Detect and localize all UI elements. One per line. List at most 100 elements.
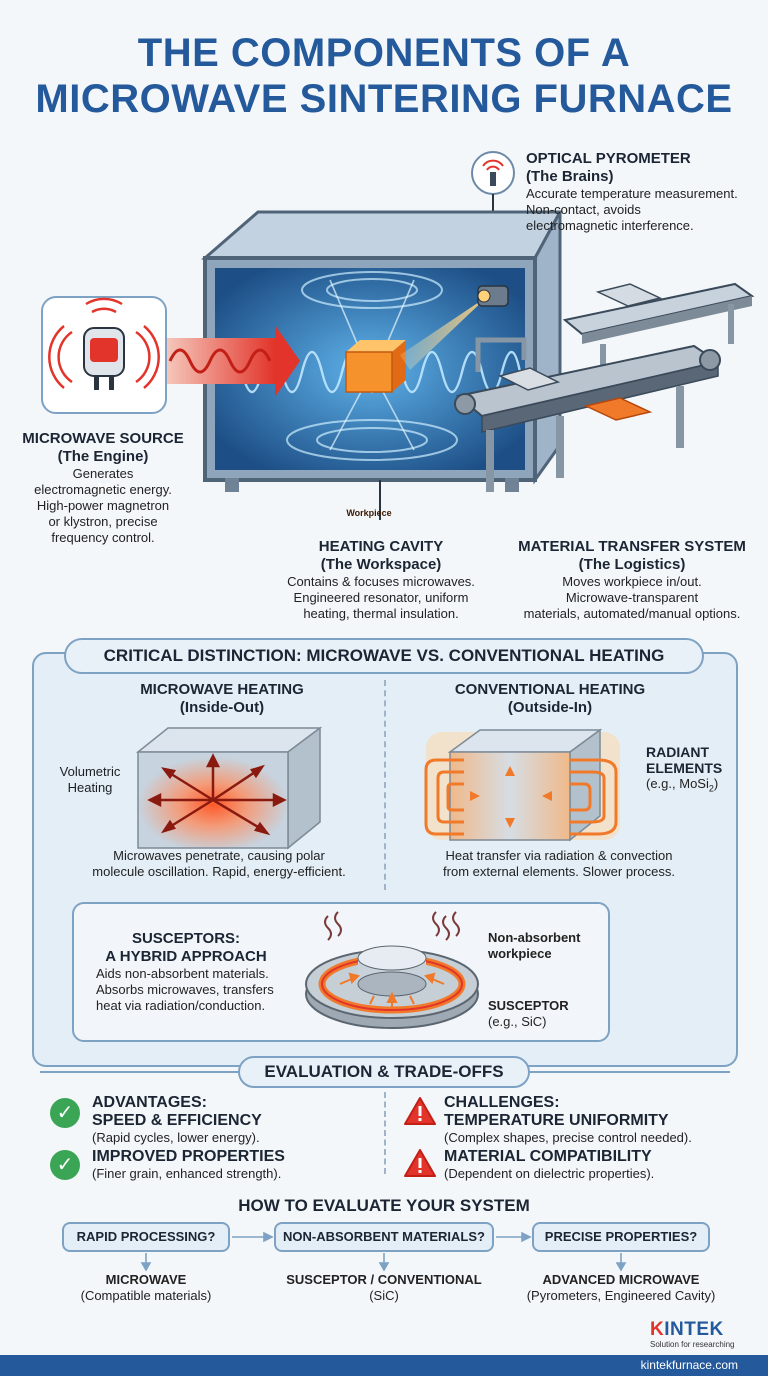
susceptor-line-2: (e.g., SiC)	[488, 1014, 547, 1029]
logo-rest: INTEK	[664, 1319, 724, 1340]
nonabs-line-2: workpiece	[488, 946, 552, 961]
page-title: THE COMPONENTS OF A MICROWAVE SINTERING …	[0, 30, 768, 122]
decision-precise-properties: PRECISE PROPERTIES?	[532, 1222, 710, 1252]
check-icon: ✓	[50, 1150, 80, 1180]
source-title: MICROWAVE SOURCE	[22, 430, 184, 447]
pyrometer-sub: (The Brains)	[526, 168, 614, 185]
conventional-heating-header: CONVENTIONAL HEATING (Outside-In)	[420, 681, 680, 717]
evaluation-heading: EVALUATION & TRADE-OFFS	[238, 1056, 530, 1088]
source-line-3: High-power magnetron	[36, 498, 170, 513]
susceptors-line-1: Aids non-absorbent materials.	[96, 966, 269, 981]
cavity-line-2: Engineered resonator, uniform	[293, 590, 469, 605]
conventional-description: Heat transfer via radiation & convection…	[400, 848, 718, 880]
nonabs-line-1: Non-absorbent	[488, 930, 581, 945]
source-sub: (The Engine)	[57, 448, 149, 465]
susceptor-label: SUSCEPTOR (e.g., SiC)	[488, 998, 608, 1030]
footer-bar: kintekfurnace.com	[0, 1355, 768, 1376]
answer-2-title: SUSCEPTOR / CONVENTIONAL	[286, 1272, 482, 1287]
decision-flow-arrows	[140, 1231, 627, 1272]
conventional-heading-title: CONVENTIONAL HEATING	[454, 681, 646, 698]
microwave-desc-2: molecule oscillation. Rapid, energy-effi…	[92, 864, 346, 879]
microwave-description: Microwaves penetrate, causing polar mole…	[60, 848, 378, 880]
answer-microwave: MICROWAVE (Compatible materials)	[40, 1272, 252, 1304]
susceptors-title-1: SUSCEPTORS:	[131, 930, 241, 947]
answer-susceptor: SUSCEPTOR / CONVENTIONAL (SiC)	[272, 1272, 496, 1304]
radiant-formula: (e.g., MoSi	[646, 776, 709, 791]
material-desc: (Dependent on dielectric properties).	[444, 1166, 655, 1181]
distinction-heading: CRITICAL DISTINCTION: MICROWAVE VS. CONV…	[64, 638, 704, 674]
cavity-line-1: Contains & focuses microwaves.	[287, 574, 475, 589]
transfer-title: MATERIAL TRANSFER SYSTEM	[518, 538, 746, 555]
radiant-elements-label: RADIANT ELEMENTS (e.g., MoSi2)	[646, 744, 746, 797]
challenges-block: CHALLENGES: TEMPERATURE UNIFORMITY (Comp…	[444, 1094, 744, 1146]
pyrometer-title: OPTICAL PYROMETER	[526, 150, 691, 167]
title-line-1: THE COMPONENTS OF A	[137, 31, 631, 75]
microwave-heading-sub: (Inside-Out)	[179, 699, 265, 716]
radiant-line-2: ELEMENTS	[646, 760, 723, 776]
cavity-title: HEATING CAVITY	[318, 538, 444, 555]
advantages-title-2: SPEED & EFFICIENCY	[92, 1112, 262, 1129]
transfer-sub: (The Logistics)	[578, 556, 686, 573]
pyrometer-icon	[471, 151, 515, 195]
radiant-line-3: (e.g., MoSi2)	[646, 776, 746, 797]
material-transfer-system	[454, 282, 755, 492]
transfer-line-2: Microwave-transparent	[565, 590, 699, 605]
evaluation-divider	[384, 1092, 386, 1174]
radiant-subscript: 2	[708, 783, 714, 794]
susceptors-title-2: A HYBRID APPROACH	[105, 948, 267, 965]
check-icon: ✓	[50, 1098, 80, 1128]
source-line-2: electromagnetic energy.	[34, 482, 172, 497]
challenges-title-2: TEMPERATURE UNIFORMITY	[444, 1112, 669, 1129]
cavity-line-3: heating, thermal insulation.	[303, 606, 459, 621]
magnetron-icon	[48, 297, 160, 390]
susceptor-illustration	[305, 911, 479, 1029]
improved-desc: (Finer grain, enhanced strength).	[92, 1166, 282, 1181]
answer-1-title: MICROWAVE	[105, 1272, 187, 1287]
material-compatibility-block: MATERIAL COMPATIBILITY (Dependent on die…	[444, 1148, 744, 1182]
workpiece-label: Workpiece	[346, 508, 392, 518]
workpiece	[345, 340, 406, 393]
improved-properties-block: IMPROVED PROPERTIES (Finer grain, enhanc…	[92, 1148, 372, 1182]
susceptors-text: SUSCEPTORS: A HYBRID APPROACH Aids non-a…	[96, 930, 296, 1014]
source-line-5: frequency control.	[51, 530, 155, 545]
decision-rapid-processing: RAPID PROCESSING?	[62, 1222, 230, 1252]
conventional-cube-illustration	[424, 728, 620, 842]
decision-non-absorbent: NON-ABSORBENT MATERIALS?	[274, 1222, 494, 1252]
susceptor-line-1: SUSCEPTOR	[488, 998, 569, 1013]
transfer-line-1: Moves workpiece in/out.	[562, 574, 702, 589]
kintek-logo: KINTEK Solution for researching	[650, 1320, 760, 1350]
advantages-title-1: ADVANTAGES:	[92, 1094, 207, 1111]
pyrometer-line-1: Accurate temperature measurement.	[526, 186, 738, 201]
source-line-1: Generates	[72, 466, 134, 481]
conventional-heading-sub: (Outside-In)	[507, 699, 593, 716]
material-title: MATERIAL COMPATIBILITY	[444, 1148, 652, 1165]
footer-url[interactable]: kintekfurnace.com	[640, 1358, 738, 1372]
furnace-illustration	[41, 151, 755, 520]
volumetric-line-1: Volumetric	[59, 764, 121, 779]
pyrometer-line-2: Non-contact, avoids	[526, 202, 641, 217]
radiant-line-1: RADIANT	[646, 744, 709, 760]
volumetric-cube-illustration	[135, 726, 323, 850]
pyrometer-line-3: electromagnetic interference.	[526, 218, 694, 233]
microwave-heading-title: MICROWAVE HEATING	[140, 681, 304, 698]
heating-cavity-label: HEATING CAVITY (The Workspace) Contains …	[268, 538, 494, 622]
pyrometer-label: OPTICAL PYROMETER (The Brains) Accurate …	[526, 150, 766, 234]
improved-title: IMPROVED PROPERTIES	[92, 1148, 285, 1165]
logo-k: K	[650, 1319, 665, 1340]
susceptors-line-3: heat via radiation/conduction.	[96, 998, 266, 1013]
microwave-desc-1: Microwaves penetrate, causing polar	[113, 848, 325, 863]
answer-3-sub: (Pyrometers, Engineered Cavity)	[526, 1288, 716, 1303]
warning-icon	[404, 1097, 436, 1125]
source-line-4: or klystron, precise	[48, 514, 158, 529]
volumetric-label: Volumetric Heating	[50, 764, 130, 796]
susceptors-line-2: Absorbs microwaves, transfers	[96, 982, 274, 997]
advantages-block: ADVANTAGES: SPEED & EFFICIENCY (Rapid cy…	[92, 1094, 372, 1146]
volumetric-line-2: Heating	[67, 780, 113, 795]
material-transfer-label: MATERIAL TRANSFER SYSTEM (The Logistics)…	[498, 538, 766, 622]
answer-advanced-microwave: ADVANCED MICROWAVE (Pyrometers, Engineer…	[510, 1272, 732, 1304]
answer-3-title: ADVANCED MICROWAVE	[542, 1272, 700, 1287]
non-absorbent-label: Non-absorbent workpiece	[488, 930, 608, 962]
microwave-heating-header: MICROWAVE HEATING (Inside-Out)	[92, 681, 352, 717]
challenges-title-1: CHALLENGES:	[444, 1094, 560, 1111]
conventional-desc-2: from external elements. Slower process.	[443, 864, 675, 879]
